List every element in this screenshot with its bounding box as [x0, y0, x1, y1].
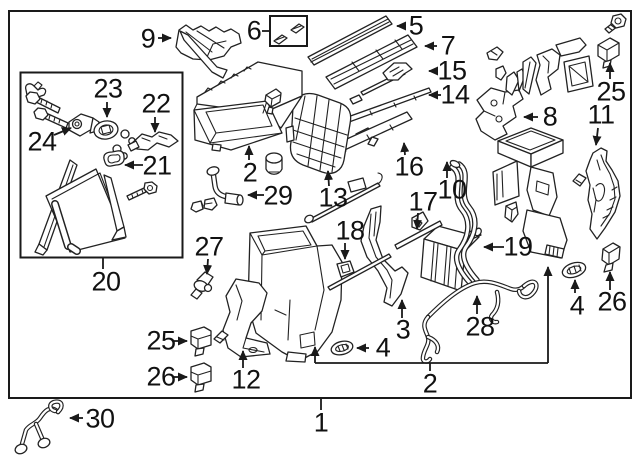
- part-12-drawing: [222, 278, 271, 358]
- part-label-5: 5: [408, 10, 424, 41]
- part-26-right-drawing: [601, 242, 621, 273]
- part-label-29: 29: [263, 180, 293, 211]
- part-label-27: 27: [194, 231, 224, 262]
- part-label-2-bracket: 2: [422, 368, 438, 399]
- assembly-1-border: [8, 10, 632, 399]
- part-label-2-upper: 2: [242, 157, 258, 188]
- part-4-right-drawing: [561, 261, 587, 279]
- part-28-drawing: [420, 279, 539, 364]
- part-label-30: 30: [85, 403, 115, 434]
- part-30-drawing: [14, 399, 64, 455]
- part-5-drawing: [307, 15, 393, 66]
- part-label-17: 17: [408, 186, 438, 217]
- front-case-drawing: [247, 225, 343, 363]
- part-22-drawing: [127, 131, 179, 152]
- grommet-right-drawing: [572, 173, 587, 187]
- small-clip-drawing: [264, 88, 282, 115]
- part-label-4-right: 4: [569, 290, 585, 321]
- part-label-8: 8: [542, 101, 558, 132]
- part-11-drawing: [585, 147, 621, 240]
- part-label-14: 14: [440, 79, 470, 110]
- part-9-drawing: [175, 24, 242, 79]
- evaporator-core-drawing: [34, 159, 158, 256]
- part-label-21: 21: [142, 150, 172, 181]
- part-label-10: 10: [437, 174, 467, 205]
- part-label-20: 20: [91, 266, 121, 297]
- part-label-16: 16: [394, 151, 424, 182]
- part-25-bottom-drawing: [190, 326, 229, 357]
- part-29-drawing: [190, 166, 244, 213]
- part-8-drawing: [475, 87, 524, 141]
- part-10-drawing: [449, 159, 480, 286]
- part-label-24: 24: [27, 126, 57, 157]
- part-label-9: 9: [140, 23, 156, 54]
- part-23-drawing: [93, 120, 119, 140]
- inset-box-20: [19, 71, 184, 259]
- part-label-25-bottom: 25: [146, 325, 176, 356]
- part-label-13: 13: [318, 182, 348, 213]
- part-label-26-bottom: 26: [146, 361, 176, 392]
- part-label-1: 1: [313, 407, 329, 438]
- bolt-top-right-drawing: [604, 13, 627, 34]
- part-24-drawing: [68, 113, 100, 137]
- part-13-drawing: [285, 92, 352, 175]
- rear-case-drawing: [492, 127, 568, 259]
- inset-bolts-drawing: [24, 81, 69, 129]
- part-label-22: 22: [141, 88, 171, 119]
- part-label-15: 15: [437, 55, 467, 86]
- callout-arrows: [53, 21, 615, 423]
- part-label-4-left: 4: [375, 332, 391, 363]
- part-label-7: 7: [440, 30, 456, 61]
- part-4-left-drawing: [330, 340, 354, 356]
- control-cable-drawing: [304, 172, 383, 224]
- part-label-28: 28: [465, 311, 495, 342]
- part-15-drawing: [360, 62, 413, 96]
- part-21-drawing: [103, 150, 125, 167]
- part-7-drawing: [325, 34, 418, 90]
- part-label-3: 3: [395, 314, 411, 345]
- part-25-top-drawing: [597, 37, 620, 69]
- part-6-drawing: [273, 23, 305, 45]
- part-label-6: 6: [246, 15, 262, 46]
- part-label-26-right: 26: [597, 286, 627, 317]
- part-label-25-top: 25: [596, 76, 626, 107]
- part-2-upper-case-drawing: [193, 61, 303, 152]
- part-18-drawing: [327, 253, 392, 291]
- part-label-23: 23: [93, 73, 123, 104]
- part-label-19: 19: [503, 231, 533, 262]
- part-26-bottom-drawing: [190, 362, 212, 393]
- part-label-12: 12: [231, 364, 261, 395]
- part-27-drawing: [190, 271, 214, 300]
- small-parts-cluster-drawing: [486, 37, 594, 96]
- part-label-18: 18: [335, 215, 365, 246]
- motor-cap-drawing: [265, 152, 283, 175]
- part-label-11: 11: [587, 99, 615, 130]
